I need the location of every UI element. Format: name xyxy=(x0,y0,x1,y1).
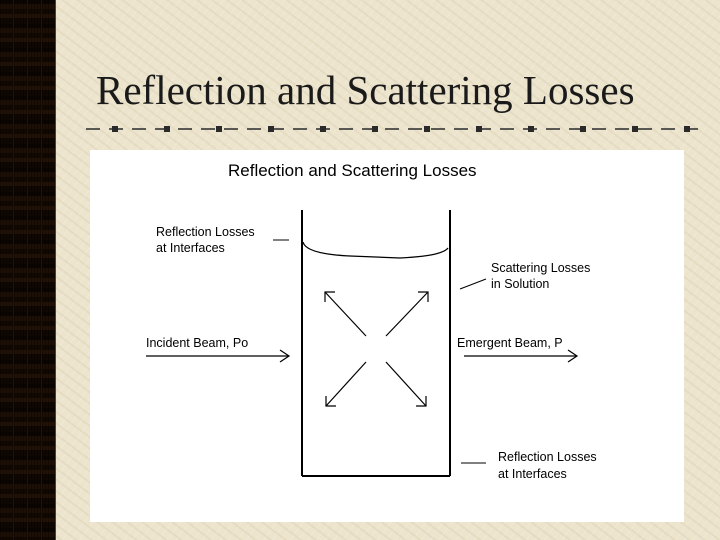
emergent-beam-arrowhead xyxy=(567,349,579,363)
emergent-beam-label: Emergent Beam, P xyxy=(457,336,563,350)
slide-title: Reflection and Scattering Losses xyxy=(96,67,635,113)
decorative-wood-strip xyxy=(0,0,56,540)
reflection-bottom-label-line2: at Interfaces xyxy=(498,467,567,481)
scattering-arrows xyxy=(324,291,429,407)
scattering-leader xyxy=(459,278,487,290)
reflection-top-label-line1: Reflection Losses xyxy=(156,225,255,239)
scattering-label-line2: in Solution xyxy=(491,277,549,291)
title-divider xyxy=(86,126,698,132)
reflection-top-label-line2: at Interfaces xyxy=(156,241,225,255)
figure-title: Reflection and Scattering Losses xyxy=(228,161,477,180)
reflection-bottom-label-line1: Reflection Losses xyxy=(498,450,597,464)
scattering-label-line1: Scattering Losses xyxy=(491,261,590,275)
incident-beam-arrowhead xyxy=(279,349,291,363)
meniscus-curve xyxy=(302,241,449,259)
incident-beam-label: Incident Beam, Po xyxy=(146,336,248,350)
cuvette-diagram: Reflection and Scattering Losses Reflect… xyxy=(146,161,597,481)
diagram-figure: Reflection and Scattering Losses Reflect… xyxy=(90,150,684,522)
